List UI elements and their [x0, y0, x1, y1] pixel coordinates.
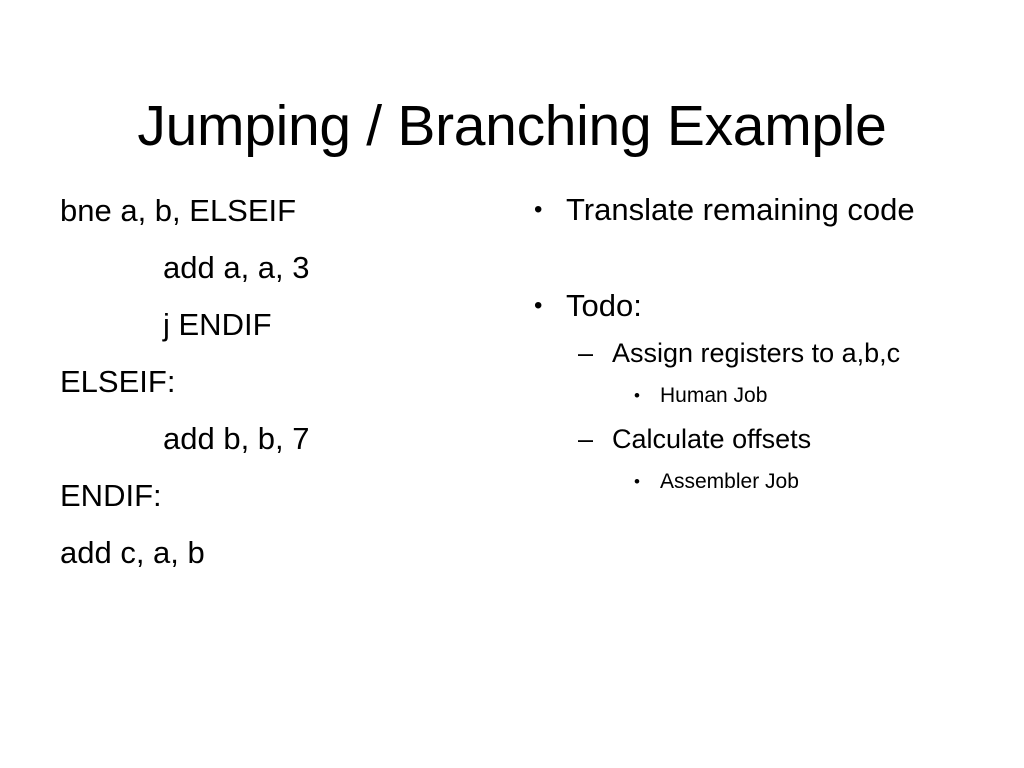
list-item: • Human Job	[528, 376, 988, 416]
list-item: • Assembler Job	[528, 462, 988, 502]
code-line: add b, b, 7	[163, 421, 310, 456]
list-item-label: Calculate offsets	[612, 424, 812, 454]
list-item-label: Translate remaining code	[566, 192, 915, 227]
list-item: – Assign registers to a,b,c	[528, 330, 988, 376]
list-item-label: Assembler Job	[660, 470, 799, 493]
bullet-dot-icon: •	[534, 196, 543, 223]
list-item-label: Assign registers to a,b,c	[612, 338, 901, 368]
code-line: add a, a, 3	[163, 250, 310, 285]
code-line: ELSEIF:	[60, 364, 176, 399]
code-listing: bne a, b, ELSEIF add a, a, 3 j ENDIF ELS…	[60, 182, 480, 581]
code-line: bne a, b, ELSEIF	[60, 193, 297, 228]
bullet-dot-icon: •	[634, 472, 640, 491]
bullet-dot-icon: •	[534, 292, 543, 319]
bullet-list: • Translate remaining code • Todo: – Ass…	[528, 186, 988, 502]
bullet-dot-icon: •	[634, 386, 640, 405]
bullet-dash-icon: –	[578, 424, 594, 454]
list-item: – Calculate offsets	[528, 416, 988, 462]
code-line: j ENDIF	[163, 307, 272, 342]
bullet-dash-icon: –	[578, 338, 594, 368]
list-item: • Todo:	[528, 282, 988, 330]
list-item-label: Human Job	[660, 384, 768, 407]
list-item-label: Todo:	[566, 288, 642, 323]
code-line: add c, a, b	[60, 535, 205, 570]
list-spacer	[528, 234, 988, 282]
page-title: Jumping / Branching Example	[137, 94, 887, 159]
list-item: • Translate remaining code	[528, 186, 988, 234]
code-line: ENDIF:	[60, 478, 162, 513]
